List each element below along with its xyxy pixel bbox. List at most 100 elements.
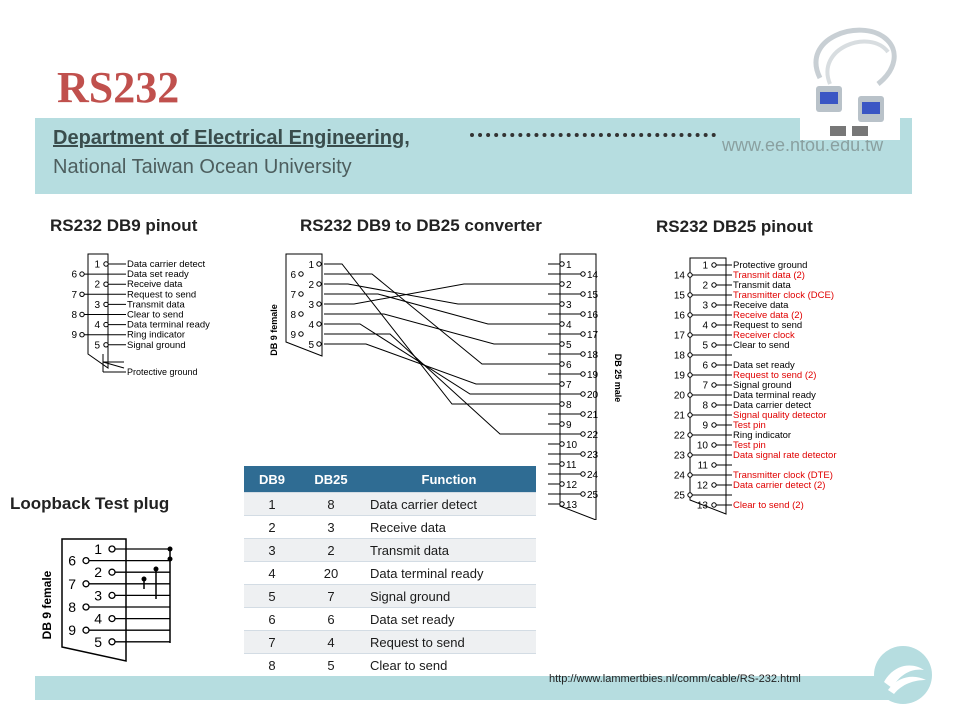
converter-db25-pin-dot [559,421,565,427]
db25-pin-number: 5 [702,341,708,352]
db25-pin-label: Data carrier detect (2) [733,480,825,491]
db25-pin-dot [687,472,693,478]
table-header-db25: DB25 [300,466,362,493]
converter-db25-pin-number: 16 [587,310,599,321]
university-logo-icon [874,646,932,704]
converter-db25-pin-number: 6 [566,360,572,371]
db25-pin-dot [711,362,717,368]
db25-pin-dot [711,402,717,408]
loopback-pin-dot [82,626,90,634]
converter-db25-pin-number: 5 [566,340,572,351]
table-cell-db25: 7 [300,584,362,608]
db25-pin-dot [711,302,717,308]
converter-db9-pin-dot [316,261,322,267]
db25-pin-dot [687,492,693,498]
loopback-pin-dot [108,591,116,600]
db25-pin-label: Transmit data [733,280,791,291]
db25-pin-label: Receiver clock [733,330,795,341]
loopback-pin-number: 6 [68,553,76,569]
db9-pin-number: 9 [71,330,77,341]
db9-pin-dot [103,281,109,287]
loopback-heading: Loopback Test plug [10,494,170,513]
db25-pin-number: 11 [698,461,709,472]
loopback-pin-number: 8 [68,599,76,615]
db9-pin-dot [79,332,85,338]
converter-db25-pin-number: 4 [566,320,572,331]
db25-pin-dot [711,482,717,488]
db25-male-label: DB 25 male [613,354,623,403]
db25-pin-label: Signal ground [733,380,792,391]
loopback-pin-number: 1 [94,541,102,557]
db9-pin-label: Data terminal ready [127,320,210,331]
db9-pin-label: Data carrier detect [127,259,206,270]
loopback-pin-number: 7 [68,576,76,592]
converter-db25-pin-dot [559,341,565,347]
db9-pin-dot [79,271,85,277]
db25-pin-dot [711,422,717,428]
db25-pin-number: 16 [674,311,686,322]
db25-pin-number: 12 [697,481,709,492]
db25-pin-number: 6 [702,361,708,372]
converter-db25-pin-dot [559,401,565,407]
db25-pin-number: 10 [697,441,709,452]
table-cell-function: Data terminal ready [362,561,536,585]
db25-pin-dot [711,462,717,468]
loopback-pin-dot [82,556,90,565]
converter-db9-pin-number: 3 [308,300,314,311]
converter-db25-pin-number: 8 [566,400,572,411]
converter-db25-pin-dot [559,381,565,387]
converter-db25-pin-number: 18 [587,350,599,361]
table-cell-db25: 3 [300,515,362,539]
db25-pin-label: Ring indicator [733,430,791,441]
converter-db25-pin-number: 2 [566,280,572,291]
source-url: http://www.lammertbies.nl/comm/cable/RS-… [549,673,801,685]
db9-pin-label: Ring indicator [127,330,185,341]
db25-pin-number: 25 [674,491,686,502]
table-cell-db9: 6 [244,607,300,631]
db25-pin-label: Clear to send (2) [733,500,804,511]
table-cell-db9: 7 [244,630,300,654]
db25-pin-label: Receive data (2) [733,310,803,321]
db25-pin-dot [711,442,717,448]
db9-pin-number: 4 [94,320,100,331]
loopback-pin-number: 3 [94,587,102,603]
db25-pin-label: Request to send [733,320,802,331]
db25-pin-label: Test pin [733,420,766,431]
table-cell-db25: 20 [300,561,362,585]
converter-db25-pin-dot [559,261,565,267]
converter-db25-pin-dot [580,371,586,377]
table-cell-function: Request to send [362,630,536,654]
db25-pinout-heading: RS232 DB25 pinout [656,217,813,236]
db25-pin-dot [687,352,693,358]
converter-db25-pin-number: 12 [566,480,578,491]
db25-pin-label: Test pin [733,440,766,451]
loopback-pin-dot [108,614,116,623]
db25-pin-number: 24 [674,471,686,482]
db9-pin-dot [103,301,109,308]
db25-pin-number: 7 [702,381,708,392]
converter-db25-pin-dot [559,301,565,307]
db25-pin-number: 18 [674,351,686,362]
converter-db25-pin-number: 14 [587,270,599,281]
table-cell-function: Receive data [362,515,536,539]
converter-db25-pin-dot [580,271,586,277]
db25-pin-label: Data carrier detect [733,400,812,411]
converter-db25-pin-number: 22 [587,430,599,441]
converter-db25-pin-dot [580,451,586,457]
db25-pin-dot [687,392,693,398]
converter-db25-pin-dot [559,281,565,287]
footer-band [35,676,912,700]
db25-pin-label: Receive data [733,300,789,311]
db25-pin-label: Clear to send [733,340,790,351]
converter-db25-pin-number: 11 [566,460,577,471]
converter-db25-pin-dot [580,411,586,417]
converter-db25-pin-number: 24 [587,470,599,481]
db9-pin-number: 7 [71,290,77,301]
table-cell-function: Data carrier detect [362,492,536,516]
converter-db25-pin-number: 20 [587,390,599,401]
